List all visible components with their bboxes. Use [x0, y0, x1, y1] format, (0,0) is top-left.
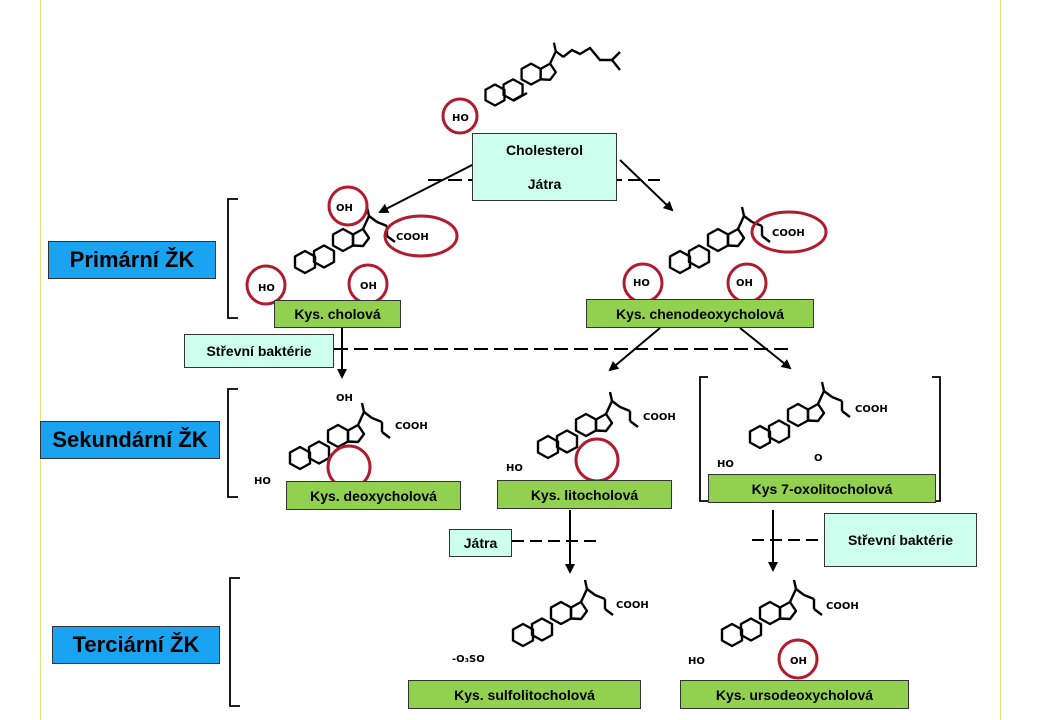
cholic-acid-structure: COOH OH HO OH	[258, 203, 429, 294]
oh-label: OH	[336, 203, 353, 214]
cholesterol-label: Cholesterol	[505, 142, 583, 158]
highlight-circle	[327, 185, 369, 227]
right-guide-line	[1000, 0, 1001, 720]
chenodeoxycholic-acid-label: Kys. chenodeoxycholová	[586, 299, 814, 328]
highlight-circle	[574, 437, 620, 483]
ho-label: HO	[717, 459, 734, 470]
deoxycholic-acid-label: Kys. deoxycholová	[286, 481, 461, 510]
secondary-bracket	[227, 388, 238, 498]
highlight-circle	[777, 638, 819, 680]
oh-label: OH	[736, 278, 753, 289]
lithocholic-acid-label: Kys. litocholová	[497, 480, 672, 509]
cholesterol-structure: HO	[452, 41, 621, 124]
cooh-label: COOH	[643, 412, 676, 423]
deoxycholic-acid-structure: COOH OH HO	[254, 393, 428, 487]
highlight-circle	[383, 214, 459, 258]
sulfate-label: -O₃SO	[452, 654, 485, 665]
oh-label: OH	[336, 393, 353, 404]
cholic-acid-label: Kys. cholová	[274, 300, 401, 328]
oh-label: OH	[360, 281, 377, 292]
cooh-label: COOH	[855, 404, 888, 415]
sulfolithocholic-acid-label: Kys. sulfolitocholová	[408, 680, 641, 709]
ursodeoxycholic-acid-structure: COOH HO OH	[688, 578, 859, 667]
oxo-bracket-left	[699, 376, 708, 502]
arrows	[334, 159, 824, 574]
ho-label: HO	[452, 113, 469, 124]
tertiary-level-label: Terciární ŽK	[52, 626, 220, 664]
secondary-level-label: Sekundární ŽK	[40, 421, 220, 459]
liver-box: Játra	[449, 529, 512, 557]
arrow-cdca-to-lithocholic	[608, 327, 661, 372]
ho-label: HO	[258, 283, 275, 294]
cholesterol-box: Cholesterol Játra	[472, 133, 617, 201]
arrow-cdca-to-oxolithocholic	[739, 327, 792, 370]
ursodeoxycholic-acid-label: Kys. ursodeoxycholová	[680, 680, 909, 709]
cooh-label: COOH	[826, 601, 859, 612]
ho-label: HO	[688, 656, 705, 667]
highlight-circle	[245, 264, 287, 306]
intestinal-bacteria-box-2: Střevní baktérie	[824, 513, 977, 567]
liver-label: Játra	[527, 176, 562, 192]
highlight-circles	[245, 97, 828, 680]
arrow-cholesterol-to-cholic	[378, 161, 479, 213]
arrow-cholesterol-to-cdca	[619, 159, 674, 212]
highlight-circle	[750, 210, 828, 254]
chenodeoxycholic-acid-structure: COOH HO OH	[633, 205, 805, 289]
ho-label: HO	[254, 476, 271, 487]
sulfolithocholic-acid-structure: COOH -O₃SO	[452, 578, 649, 665]
oxo-bracket-right	[932, 376, 941, 502]
cooh-label: COOH	[616, 600, 649, 611]
primary-bracket	[227, 198, 238, 319]
oh-label: OH	[790, 656, 807, 667]
ho-label: HO	[506, 463, 523, 474]
cooh-label: COOH	[396, 232, 429, 243]
cooh-label: COOH	[395, 421, 428, 432]
intestinal-bacteria-box: Střevní baktérie	[184, 334, 334, 368]
left-guide-line	[40, 0, 41, 720]
tertiary-bracket	[229, 577, 240, 707]
oxolithocholic-acid-label: Kys 7-oxolitocholová	[708, 474, 936, 503]
lithocholic-acid-structure: COOH HO	[506, 390, 676, 474]
highlight-circle	[441, 97, 479, 135]
brackets	[227, 198, 941, 707]
ho-label: HO	[633, 278, 650, 289]
oxolithocholic-acid-structure: COOH HO O	[717, 380, 888, 470]
keto-label: O	[814, 453, 823, 464]
cooh-label: COOH	[772, 228, 805, 239]
primary-level-label: Primární ŽK	[48, 241, 216, 279]
